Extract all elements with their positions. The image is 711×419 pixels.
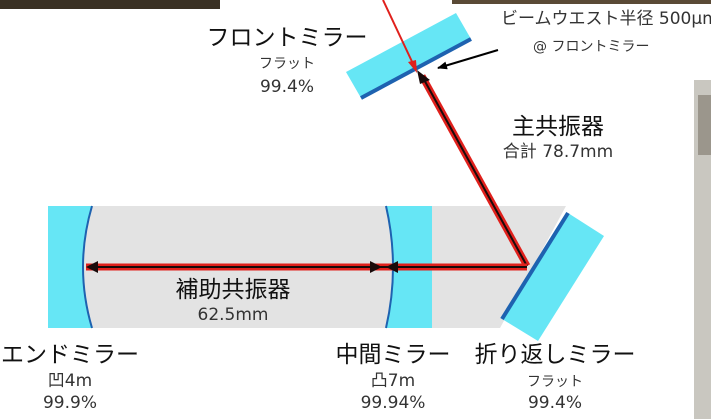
middle-mirror-reflectivity: 99.94% — [360, 393, 426, 413]
main-cavity-length: 合計 78.7mm — [502, 142, 614, 162]
background-photo-strip — [0, 0, 220, 9]
aux-cavity-length: 62.5mm — [197, 305, 269, 325]
background-photo-detail — [698, 95, 711, 155]
middle-mirror-type: 凸7m — [370, 371, 416, 391]
fold-mirror-name: 折り返しミラー — [474, 342, 636, 368]
auxiliary-cavity-beam — [86, 261, 527, 273]
front-mirror-name: フロントミラー — [206, 25, 368, 51]
end-arrow-left — [86, 261, 98, 273]
beam-waist-location: @ フロントミラー — [533, 39, 650, 55]
end-mirror-coating — [82, 205, 93, 329]
beam-waist-pointer — [437, 49, 499, 70]
input-beam — [382, 0, 416, 69]
end-mirror — [48, 206, 92, 328]
input-beam-arrowhead — [408, 60, 417, 73]
aux-cavity-name: 補助共振器 — [175, 277, 291, 303]
end-mirror-reflectivity: 99.9% — [42, 393, 98, 413]
front-mirror-reflectivity: 99.4% — [259, 77, 315, 97]
end-mirror-name: エンドミラー — [1, 342, 139, 368]
main-cavity-name: 主共振器 — [512, 114, 604, 140]
middle-arrow-right — [370, 261, 382, 273]
middle-mirror-name: 中間ミラー — [335, 342, 451, 368]
fold-mirror — [502, 213, 604, 341]
fold-mirror-reflectivity: 99.4% — [527, 393, 583, 413]
background-photo-edge — [694, 80, 711, 419]
background-photo-strip-right — [452, 0, 711, 4]
front-mirror-type: フラット — [259, 56, 315, 72]
main-cavity-beam — [417, 70, 531, 268]
fold-mirror-coating — [500, 211, 570, 321]
fold-mirror-type: フラット — [527, 374, 583, 390]
middle-arrow-left — [386, 261, 398, 273]
end-mirror-type: 凹4m — [47, 371, 93, 391]
beam-waist-label: ビームウエスト半径 500μm — [501, 9, 711, 29]
